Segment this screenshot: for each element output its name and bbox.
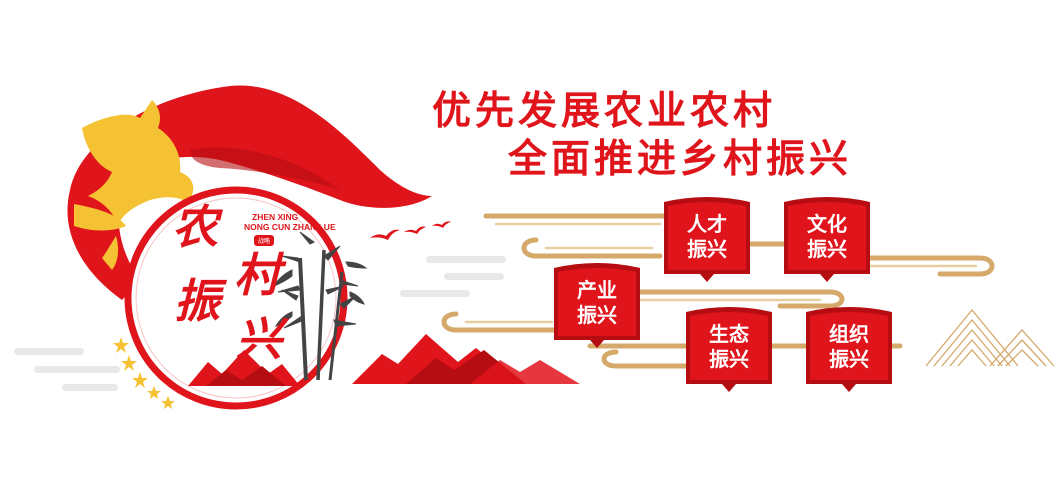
badge-ecology-line2: 振兴 [709,347,749,371]
badge-culture-line2: 振兴 [807,237,847,261]
badge-talent-line1: 人才 [687,212,727,236]
calligraphy-cun: 村 [234,248,280,302]
star-icon [113,337,175,409]
headline-line-1: 优先发展农业农村 [432,89,777,134]
cloud-lines-thin [464,222,978,324]
red-mountains [352,334,580,384]
birds-icon [370,221,451,240]
badge-culture: 文化 振兴 [784,198,870,276]
badge-ecology: 生态 振兴 [686,308,772,386]
dove-icon [74,100,194,270]
pinyin-line-2: NONG CUN ZHAN LUE [244,222,336,232]
badge-organization-line2: 振兴 [829,347,869,371]
badge-industry-line1: 产业 [577,278,617,302]
gold-mountains [925,308,1055,367]
cloud-icon [441,213,995,369]
headline-line-2: 全面推进乡村振兴 [508,137,853,182]
calligraphy-nong: 农 [172,200,218,254]
badge-culture-line1: 文化 [807,212,847,236]
bamboo-icon [272,231,368,381]
badge-industry-line2: 振兴 [577,303,617,327]
grey-cloud-lines [14,256,506,391]
calligraphy-xing: 兴 [236,312,282,366]
emblem-circle [124,186,348,410]
pinyin-line-1: ZHEN XING [252,212,299,222]
badge-industry: 产业 振兴 [554,264,640,342]
badge-organization: 组织 振兴 [806,308,892,386]
emblem-tag: 战略 [254,235,275,246]
calligraphy-zhen: 振 [174,274,220,328]
badge-organization-line1: 组织 [829,322,869,346]
badge-ecology-line1: 生态 [709,322,749,346]
badge-talent: 人才 振兴 [664,198,750,276]
badge-shapes [554,197,892,392]
mountain-icon [188,350,300,386]
badge-talent-line2: 振兴 [687,237,727,261]
